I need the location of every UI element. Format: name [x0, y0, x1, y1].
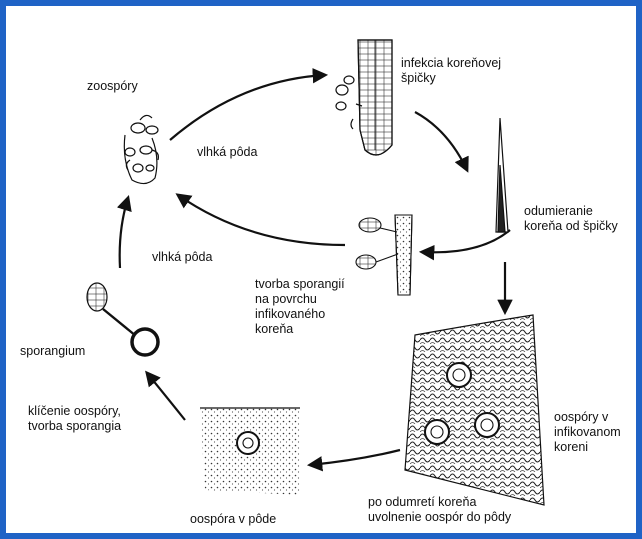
sporangia-on-root-drawing [356, 215, 412, 295]
label-oospores-in-root: oospóry v infikovanom koreni [554, 410, 621, 455]
root-tip-drawing [336, 40, 392, 155]
arrow-dieback-to-sporangia [422, 230, 510, 252]
arrow-zoospores-to-root [170, 75, 325, 140]
arrow-soil-to-sporangium [147, 373, 185, 420]
arrow-root-to-soil [310, 450, 400, 465]
zoospores-drawing [124, 115, 158, 183]
label-oospore-release: po odumretí koreňa uvolnenie oospór do p… [368, 495, 511, 525]
arrow-infection-to-dieback [415, 112, 467, 170]
oospore-in-soil-drawing [200, 408, 300, 495]
label-root-tip-infection: infekcia koreňovej špičky [401, 56, 501, 86]
label-oospore-in-soil: oospóra v pôde [190, 512, 276, 527]
label-root-dieback: odumieranie koreňa od špičky [524, 204, 618, 234]
label-moist-soil-top: vlhká pôda [197, 145, 257, 160]
sporangium-drawing [87, 283, 158, 355]
dying-root-drawing [496, 118, 508, 232]
label-sporangium: sporangium [20, 344, 85, 359]
arrow-sporangia-to-zoospores [178, 195, 345, 245]
label-oospore-germination: klíčenie oospóry, tvorba sporangia [28, 404, 121, 434]
label-moist-soil-middle: vlhká pôda [152, 250, 212, 265]
label-sporangia-formation: tvorba sporangií na povrchu infikovaného… [255, 277, 345, 337]
oospores-in-root-drawing [405, 315, 544, 505]
arrow-sporangium-to-zoospores [120, 198, 128, 268]
label-zoospores: zoospóry [87, 79, 138, 94]
